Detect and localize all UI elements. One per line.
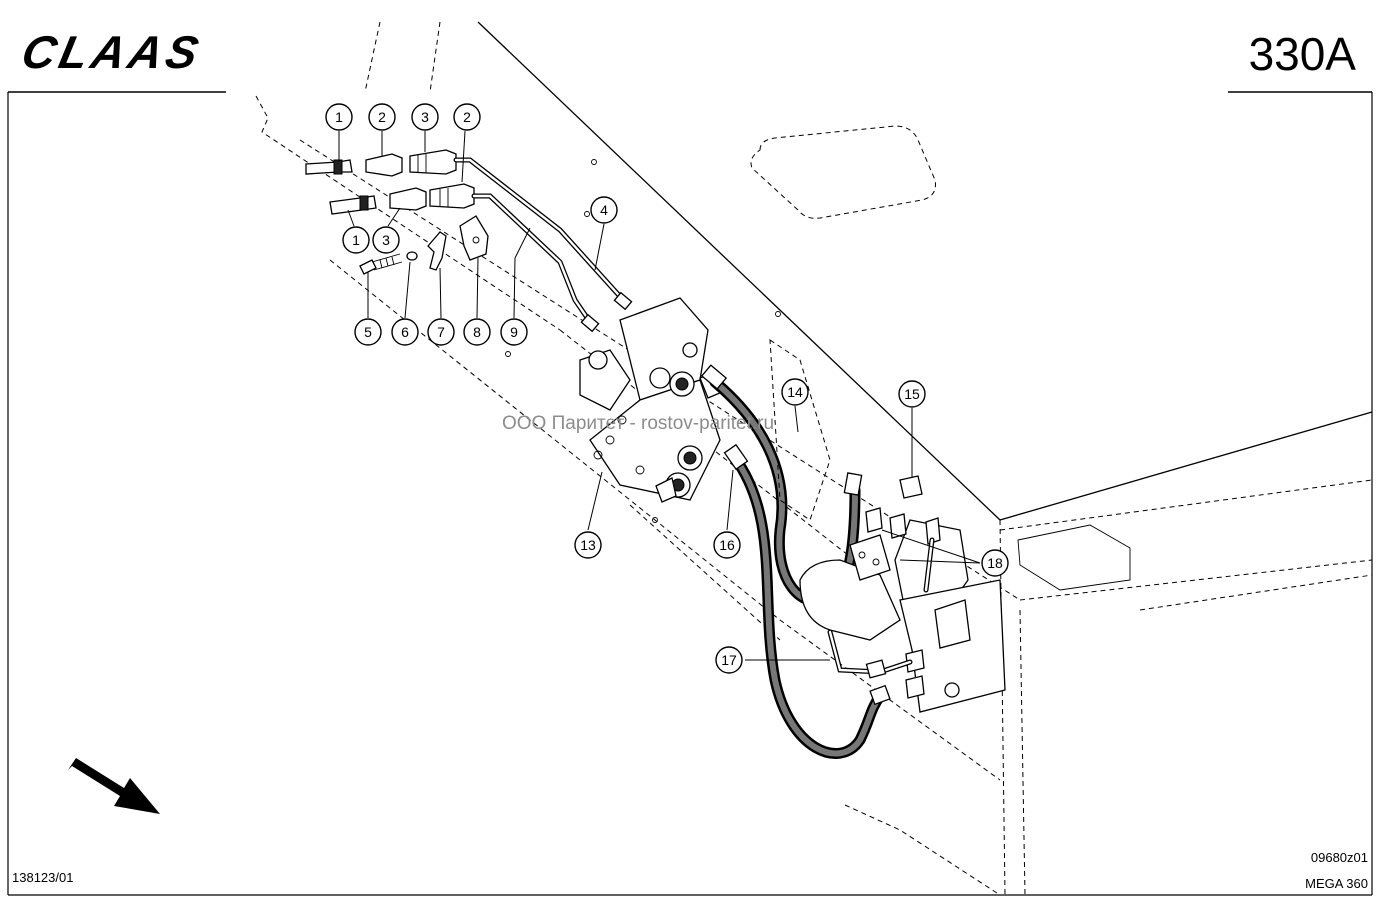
callout-16: 16 <box>713 531 741 559</box>
direction-arrow-icon <box>68 758 160 814</box>
svg-text:7: 7 <box>437 324 445 340</box>
frame-structure <box>255 21 1373 896</box>
callout-2-top-right: 2 <box>453 103 481 131</box>
callout-8: 8 <box>463 318 491 346</box>
fittings-group <box>305 149 475 215</box>
callout-7: 7 <box>427 318 455 346</box>
callout-14: 14 <box>781 378 809 406</box>
claas-logo: CLAAS <box>17 26 206 77</box>
page-code: 330A <box>1249 28 1357 80</box>
leader-lines <box>338 130 981 661</box>
callout-9: 9 <box>500 318 528 346</box>
valve-block <box>579 297 723 503</box>
rubber-hoses <box>700 364 886 759</box>
clamp-parts <box>359 215 489 275</box>
svg-text:17: 17 <box>721 652 737 668</box>
callout-5: 5 <box>354 318 382 346</box>
svg-text:4: 4 <box>600 202 608 218</box>
svg-text:6: 6 <box>401 324 409 340</box>
callout-4: 4 <box>590 196 618 224</box>
callout-1-top: 1 <box>325 103 353 131</box>
svg-text:15: 15 <box>904 386 920 402</box>
callout-13: 13 <box>574 531 602 559</box>
callout-18: 18 <box>981 549 1009 577</box>
svg-text:1: 1 <box>352 232 360 248</box>
svg-text:9: 9 <box>510 324 518 340</box>
svg-text:CLAAS: CLAAS <box>17 26 206 77</box>
svg-text:8: 8 <box>473 324 481 340</box>
svg-text:2: 2 <box>463 109 471 125</box>
callout-6: 6 <box>391 318 419 346</box>
callout-2-top: 2 <box>368 103 396 131</box>
svg-text:1: 1 <box>335 109 343 125</box>
svg-text:18: 18 <box>987 555 1003 571</box>
steel-pipe-17 <box>827 629 913 706</box>
svg-text:3: 3 <box>421 109 429 125</box>
callout-3-top: 3 <box>411 103 439 131</box>
svg-text:13: 13 <box>580 537 596 553</box>
footer-left-code: 138123/01 <box>12 870 73 885</box>
svg-text:14: 14 <box>787 384 803 400</box>
callout-17: 17 <box>715 646 743 674</box>
svg-text:2: 2 <box>378 109 386 125</box>
pump-assembly <box>769 339 1006 713</box>
footer-right-code: 09680z01 <box>1311 850 1368 865</box>
callout-15: 15 <box>898 380 926 408</box>
callout-1-lower: 1 <box>342 226 370 254</box>
watermark: ООО Паритет - rostov-paritet.ru <box>502 413 774 434</box>
svg-text:3: 3 <box>382 232 390 248</box>
svg-text:5: 5 <box>364 324 372 340</box>
svg-text:16: 16 <box>719 537 735 553</box>
callout-3-lower: 3 <box>372 226 400 254</box>
footer-model: MEGA 360 <box>1305 876 1368 891</box>
fittings-right <box>865 475 941 593</box>
